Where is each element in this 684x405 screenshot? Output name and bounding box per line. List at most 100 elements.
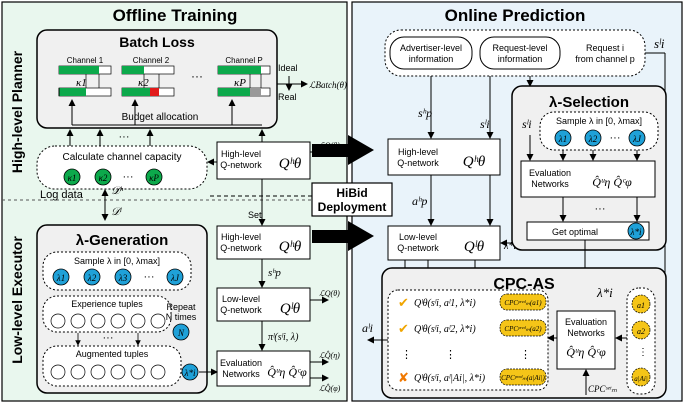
batch-loss-box (36, 29, 278, 129)
request-line1: Request-level (492, 43, 547, 53)
selection-sample-to-eval-arrows (559, 150, 641, 161)
advertiser-info (389, 36, 473, 70)
request-info (479, 36, 561, 70)
cpc-row-2-badge (499, 319, 547, 337)
kappa-2: κ2 (138, 77, 149, 89)
augmented-tuple-circles (50, 364, 166, 380)
lambda-gen-node-1-label: λ1 (56, 273, 65, 283)
cpc-row-2: ✔ Qˡθ(sˡi, aˡ2, λ*i) CPCᵖʳᵉᵈₘ(a2) (398, 319, 547, 337)
offline-hq-top-line2: Q-network (220, 160, 262, 170)
selection-eval (520, 160, 656, 198)
cpc-as-title: CPC-AS (493, 276, 555, 293)
planner-label: High-level Planner (9, 50, 25, 173)
cpc-eval-line2: Networks (567, 328, 605, 338)
online-shp-label: sʰp (418, 106, 432, 120)
loss-q2-label: ℒQ(θ) (319, 289, 340, 298)
online-ahp-label: aʰp (412, 194, 427, 208)
cpc-row-2-mark: ✔ (398, 321, 409, 336)
repeat-n-label: N (177, 328, 185, 338)
ideal-label: Ideal (278, 63, 298, 73)
deployment-line2: Deployment (318, 200, 387, 214)
online-hq (387, 138, 501, 176)
offline-lq-symbol: Qˡθ (280, 301, 301, 317)
batch-dots: ··· (191, 69, 203, 83)
capacity-to-batch-arrows (66, 129, 154, 147)
kappa-node-dots: ··· (123, 171, 134, 183)
experience-tuple-circles (50, 313, 166, 329)
kappa-node-p (145, 168, 163, 186)
cpc-vdots-1: ⋮ (401, 349, 412, 361)
lambda-gen-node-3-label: λ3 (118, 273, 128, 283)
online-lq-line1: Low-level (399, 232, 437, 242)
offline-lq-line1: Low-level (222, 294, 260, 304)
lambda-gen-node-2-label: λ2 (87, 273, 97, 283)
deploy-arrow-high (312, 135, 374, 165)
offline-lq-line2: Q-network (220, 305, 262, 315)
capacity-label: Calculate channel capacity (63, 152, 182, 163)
channel-p-label: Channel P (225, 56, 262, 65)
lambda-gen-node-j-label: λJ (170, 273, 180, 283)
online-sl-top-label: sˡi (654, 36, 665, 51)
offline-hq-mid-line2: Q-network (220, 243, 262, 253)
action-node-dots: ⋮ (638, 347, 648, 358)
offline-hq-top-symbol: Qʰθ (279, 156, 302, 172)
advertiser-line2: information (409, 54, 454, 64)
experience-tuples-label: Experience tuples (71, 299, 143, 309)
request-line2: information (498, 54, 543, 64)
get-optimal-label: Get optimal (552, 227, 598, 237)
online-sli-label: sˡi (480, 117, 490, 131)
dataset-h-label: 𝒟ʰ (111, 185, 124, 197)
kappa-node-2 (94, 168, 112, 186)
selection-node-j (628, 129, 646, 147)
capacity-dots-top: ··· (119, 131, 130, 143)
selection-eval-symbol: Q̂ᵘη Q̂ᶜφ (592, 175, 632, 189)
cpc-eval-symbol: Q̂ᵘη Q̂ᶜφ (566, 345, 606, 359)
request-from-line1: Request i (586, 43, 624, 53)
cpc-row-1-badge (499, 293, 547, 311)
cpc-eval (556, 310, 616, 370)
offline-shp-label: sʰp (268, 267, 281, 279)
cpc-row-1: ✔ Qˡθ(sˡi, aˡ1, λ*i) CPCᵖʳᵉᵈₘ(a1) (398, 293, 547, 311)
cpc-row-2-expr: Qˡθ(sˡi, aˡ2, λ*i) (414, 324, 476, 335)
selection-node-j-label: λJ (632, 134, 642, 144)
selection-node-1 (554, 129, 572, 147)
online-title: Online Prediction (445, 6, 586, 25)
budget-allocation-label: Budget allocation (122, 112, 199, 123)
online-hq-symbol: Qʰθ (463, 154, 486, 170)
selection-sli-label: sˡi (522, 117, 532, 131)
capacity-kappa-nodes: κ1 κ2 ··· κP (63, 168, 163, 186)
lambda-star-gen-label: λ*i (184, 368, 196, 378)
loss-phi-label: ℒQ̂(φ) (319, 383, 341, 393)
request-from-line2: from channel p (575, 54, 635, 64)
offline-eval-line1: Evaluation (220, 358, 262, 368)
cpc-eval-line1: Evaluation (565, 317, 607, 327)
selection-lambda-star-label: λ*i (630, 227, 642, 237)
get-optimal-box (526, 221, 650, 241)
lambda-gen-nodes: λ1 λ2 λ3 ··· λJ (52, 268, 184, 286)
selection-eval-line2: Networks (531, 179, 569, 189)
online-ali-label: aˡi (362, 321, 373, 335)
offline-lq (216, 287, 311, 322)
offline-hq-mid (216, 225, 311, 260)
action-set-box (626, 287, 656, 395)
cpc-row-2-badge-label: CPCᵖʳᵉᵈₘ(a2) (504, 325, 542, 333)
offline-hq-mid-line1: High-level (221, 232, 261, 242)
action-node-1 (631, 294, 651, 314)
cpc-row-3-mark: ✘ (398, 370, 409, 385)
selection-optimal-dots: ··· (595, 203, 606, 215)
repeat-line1: Repeat (166, 302, 196, 312)
cpc-row-3: ✘ Qˡθ(sˡi, aˡ|Ai|, λ*i) CPCᵖʳᵉᵈₘ(a|Ai|) (398, 368, 547, 386)
kappa-p: κP (234, 77, 246, 89)
budget-arrows (68, 99, 262, 126)
cpc-candidates-box (387, 289, 549, 391)
set-label: Set (248, 210, 262, 220)
offline-hq-top (216, 141, 311, 180)
offline-hq-top-line1: High-level (221, 149, 261, 159)
selection-node-dots: ··· (610, 132, 621, 144)
log-data-label: Log data (40, 189, 84, 201)
selection-lambda-nodes: λ1 λ2 ··· λJ (554, 129, 646, 147)
cpc-vdots-2: ⋮ (445, 349, 456, 361)
cpc-row-3-badge (499, 368, 547, 386)
augmented-tuples-label: Augmented tuples (76, 349, 149, 359)
